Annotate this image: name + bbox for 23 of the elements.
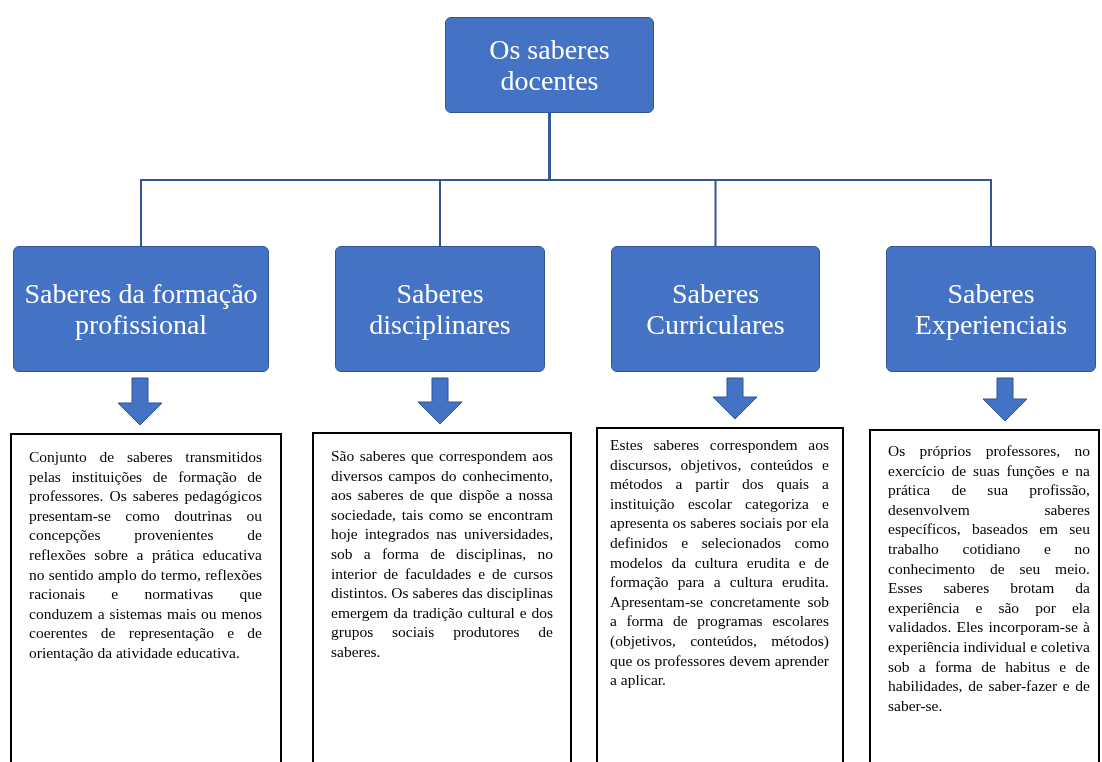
description-box xyxy=(596,427,844,762)
block-arrow xyxy=(417,377,463,425)
connector-line xyxy=(548,112,992,247)
category-title: Saberes disciplinares xyxy=(368,278,512,340)
category-title: Saberes Curriculares xyxy=(645,278,786,340)
category-box xyxy=(886,246,1096,372)
description-box xyxy=(10,433,282,762)
category-box xyxy=(335,246,545,372)
description-text: São saberes que correspondem aos diversos campos do conhecimento, aos saberes de que dispõe a nossa sociedade, tais como se encontram hoje integrados nas universidades, sob a forma de disciplinas, no interior de faculdades e de cursos distintos. Os saberes das disciplinas emergem da tradição cultural e dos grupos sociais produtores de saberes. xyxy=(331,446,553,662)
description-text: Os próprios professores, no exercício de suas funções e na prática de sua profissão, desenvolvem saberes específicos, baseados em seu trabalho cotidiano e no conhecimento de seu meio. Esses saberes brotam da experiência e são por ela validados. Eles incorporam-se à experiência individual e coletiva sob a forma de habitus e de habilidades, de saber-fazer e de saber-se. xyxy=(888,441,1090,716)
category-box xyxy=(13,246,269,372)
description-text: Conjunto de saberes transmitidos pelas instituições de formação de professores. Os saberes pedagógicos presentam-se como doutrinas ou concepções provenientes de reflexões sobre a prática educativa no sentido amplo do termo, reflexões racionais e normativas que conduzem a sistemas mais ou menos coerentes de representação e de orientação da atividade educativa. xyxy=(29,447,262,663)
description-text: Estes saberes correspondem aos discursos, objetivos, conteúdos e métodos a partir dos quais a instituição escolar categoriza e apresenta os saberes sociais por ela definidos e selecionados como modelos da cultura erudita e de formação para a cultura erudita. Apresentam-se concretamente sob a forma de programas escolares (objetivos, conteúdos, métodos) que os professores devem aprender a aplicar. xyxy=(610,435,829,690)
block-arrow xyxy=(117,377,163,426)
block-arrow xyxy=(712,377,758,420)
category-title: Os saberes docentes xyxy=(488,34,611,96)
category-box xyxy=(611,246,820,372)
description-box xyxy=(312,432,572,762)
category-title: Saberes Experienciais xyxy=(913,278,1069,340)
category-box xyxy=(445,17,654,113)
block-arrow xyxy=(982,377,1028,422)
description-box xyxy=(869,429,1100,762)
category-title: Saberes da formação profissional xyxy=(23,278,259,340)
